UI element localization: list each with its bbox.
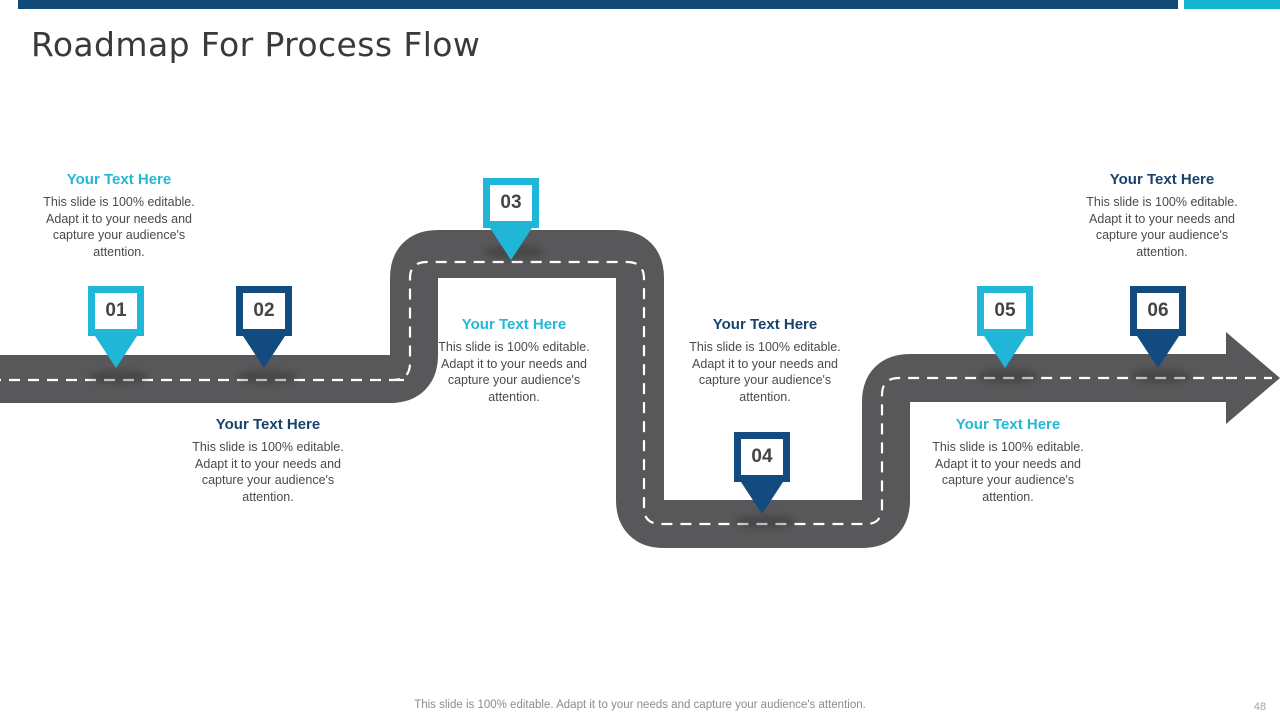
step-body-04: This slide is 100% editable. Adapt it to… [689, 340, 841, 404]
step-marker-02[interactable]: 02 [236, 286, 298, 368]
step-number-05: 05 [977, 286, 1033, 336]
top-accent-bar-cyan [1184, 0, 1280, 9]
step-marker-01[interactable]: 01 [88, 286, 150, 368]
step-body-02: This slide is 100% editable. Adapt it to… [192, 440, 344, 504]
step-heading-03: Your Text Here [461, 316, 567, 333]
step-text-06: Your Text Here This slide is 100% editab… [1076, 170, 1248, 260]
marker-tip-icon-06 [1137, 336, 1179, 368]
marker-tip-icon-05 [984, 336, 1026, 368]
marker-tip-icon-01 [95, 336, 137, 368]
step-text-02: Your Text Here This slide is 100% editab… [182, 415, 354, 505]
step-text-05: Your Text Here This slide is 100% editab… [922, 415, 1094, 505]
step-body-01: This slide is 100% editable. Adapt it to… [43, 195, 195, 259]
page-title: Roadmap For Process Flow [31, 25, 481, 64]
marker-tip-icon-02 [243, 336, 285, 368]
step-body-03: This slide is 100% editable. Adapt it to… [438, 340, 590, 404]
step-heading-02: Your Text Here [215, 416, 321, 433]
step-heading-04: Your Text Here [712, 316, 818, 333]
step-heading-06: Your Text Here [1109, 171, 1215, 188]
step-text-01: Your Text Here This slide is 100% editab… [33, 170, 205, 260]
step-marker-06[interactable]: 06 [1130, 286, 1192, 368]
marker-tip-icon-04 [741, 482, 783, 514]
step-marker-03[interactable]: 03 [483, 178, 545, 260]
step-marker-04[interactable]: 04 [734, 432, 796, 514]
step-text-03: Your Text Here This slide is 100% editab… [428, 315, 600, 405]
footer-note: This slide is 100% editable. Adapt it to… [414, 699, 866, 711]
step-number-03: 03 [483, 178, 539, 228]
step-marker-05[interactable]: 05 [977, 286, 1039, 368]
step-text-04: Your Text Here This slide is 100% editab… [679, 315, 851, 405]
top-accent-bar-navy [18, 0, 1178, 9]
step-heading-05: Your Text Here [955, 416, 1061, 433]
road-arrow-head [1226, 332, 1280, 424]
step-heading-01: Your Text Here [66, 171, 172, 188]
step-body-06: This slide is 100% editable. Adapt it to… [1086, 195, 1238, 259]
marker-tip-icon-03 [490, 228, 532, 260]
step-number-04: 04 [734, 432, 790, 482]
page-number: 48 [1253, 701, 1266, 713]
step-number-02: 02 [236, 286, 292, 336]
step-number-06: 06 [1130, 286, 1186, 336]
step-body-05: This slide is 100% editable. Adapt it to… [932, 440, 1084, 504]
step-number-01: 01 [88, 286, 144, 336]
